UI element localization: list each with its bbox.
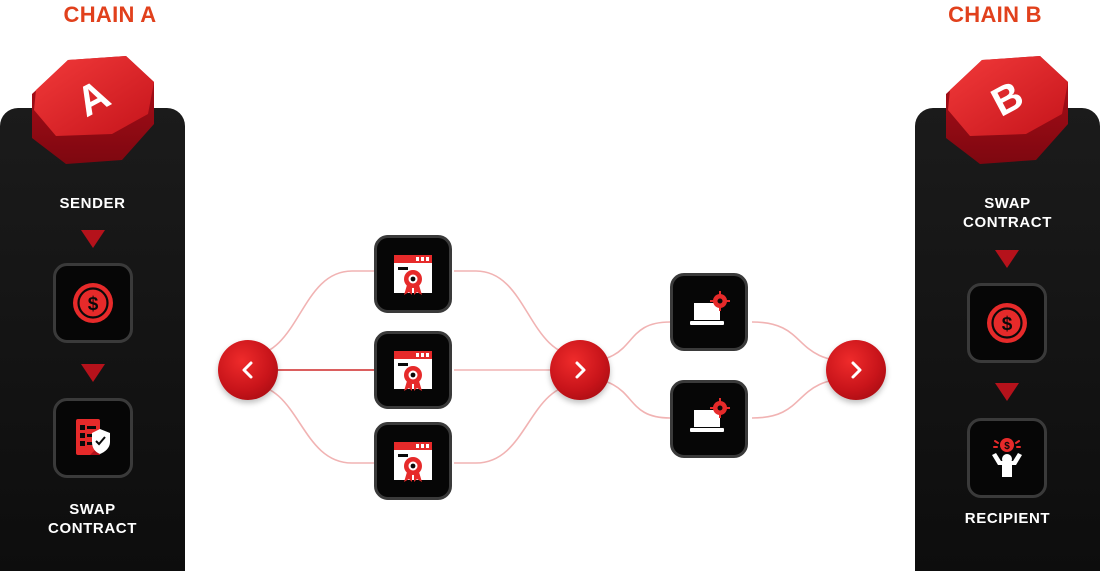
svg-text:$: $	[1004, 441, 1010, 452]
wire-left-to-cert-top	[247, 270, 374, 357]
svg-text:$: $	[1002, 314, 1013, 335]
certificate-badge-icon	[394, 255, 432, 295]
arrow-down-icon	[995, 383, 1019, 401]
shield-document-icon	[76, 419, 110, 455]
left-node-button[interactable]	[218, 340, 278, 400]
dollar-coin-icon: $	[987, 303, 1027, 343]
middle-node-button[interactable]	[550, 340, 610, 400]
laptop-box-top	[670, 273, 748, 351]
arrow-down-icon	[81, 364, 105, 382]
swap-contract-b-label-line2: CONTRACT	[963, 214, 1052, 231]
chain-a-title: CHAIN A	[63, 2, 157, 27]
swap-contract-b-icon-box: $	[967, 283, 1047, 363]
arrow-down-icon	[81, 230, 105, 248]
recipient-label: RECIPIENT	[964, 510, 1051, 527]
chevron-left-icon	[242, 361, 253, 379]
swap-contract-a-label-line1: SWAP	[69, 501, 116, 518]
svg-text:$: $	[88, 294, 99, 315]
certificate-box-top	[374, 235, 452, 313]
swap-contract-b-label: SWAP CONTRACT	[915, 194, 1100, 232]
swap-contract-a-icon-box	[53, 398, 133, 478]
chain-b-cube-icon: B	[946, 56, 1068, 164]
arrow-down-icon	[995, 250, 1019, 268]
certificate-badge-icon	[394, 351, 432, 391]
wire-left-to-cert-bottom	[247, 383, 374, 464]
recipient-icon-box: $	[967, 418, 1047, 498]
laptop-gear-icon	[690, 398, 730, 432]
person-dollar-icon: $	[992, 438, 1022, 477]
chevron-right-icon	[575, 361, 586, 379]
chain-a-cube-icon: A	[32, 56, 154, 164]
certificate-badge-icon	[394, 442, 432, 482]
sender-icon-box: $	[53, 263, 133, 343]
certificate-box-middle	[374, 331, 452, 409]
chain-b-title: CHAIN B	[948, 2, 1042, 27]
wire-cert-bottom-to-mid	[454, 383, 581, 464]
certificate-box-bottom	[374, 422, 452, 500]
swap-contract-a-label: SWAP CONTRACT	[0, 500, 185, 538]
sender-label: SENDER	[59, 195, 126, 212]
dollar-coin-icon: $	[73, 283, 113, 323]
swap-contract-b-label-line1: SWAP	[984, 195, 1031, 212]
laptop-box-bottom	[670, 380, 748, 458]
wire-cert-top-to-mid	[454, 270, 581, 357]
chevron-right-icon	[851, 361, 862, 379]
right-node-button[interactable]	[826, 340, 886, 400]
laptop-gear-icon	[690, 291, 730, 325]
swap-contract-a-label-line2: CONTRACT	[48, 520, 137, 537]
